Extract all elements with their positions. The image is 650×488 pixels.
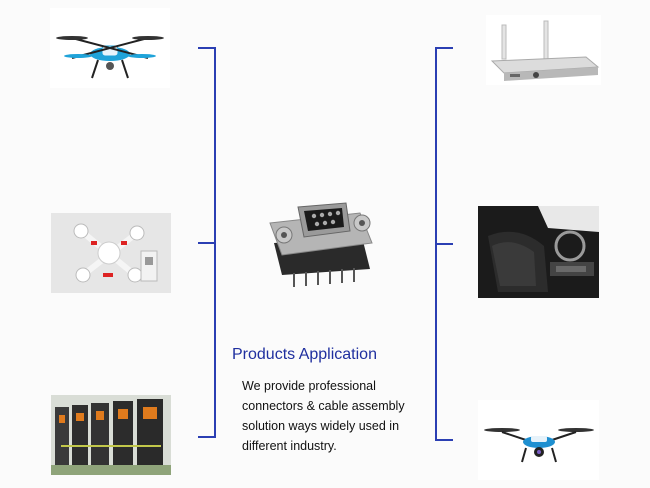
left-bracket-middle-tick <box>198 242 216 244</box>
industrial-drives-icon <box>51 395 171 475</box>
drone-blue-icon <box>56 36 164 79</box>
industrial-drives-image <box>51 395 171 475</box>
router-box-icon <box>490 20 600 81</box>
camera-drone-icon <box>484 428 594 463</box>
camera-drone-image <box>478 400 599 480</box>
description-line: connectors & cable assembly <box>242 399 405 413</box>
db9-connector-icon <box>269 202 373 287</box>
products-application-description: We provide professional connectors & cab… <box>242 376 432 456</box>
description-line: We provide professional <box>242 379 376 393</box>
car-interior-icon <box>478 206 599 298</box>
products-application-title: Products Application <box>232 346 377 363</box>
description-line: solution ways widely used in <box>242 419 400 433</box>
router-box-image <box>486 15 601 85</box>
drone-white-icon <box>51 213 171 293</box>
description-line: different industry. <box>242 439 337 453</box>
drone-white-image <box>51 213 171 293</box>
right-bracket-middle-tick <box>435 243 453 245</box>
car-interior-image <box>478 206 599 298</box>
db9-connector-image <box>222 183 400 301</box>
drone-blue-image <box>50 8 170 88</box>
